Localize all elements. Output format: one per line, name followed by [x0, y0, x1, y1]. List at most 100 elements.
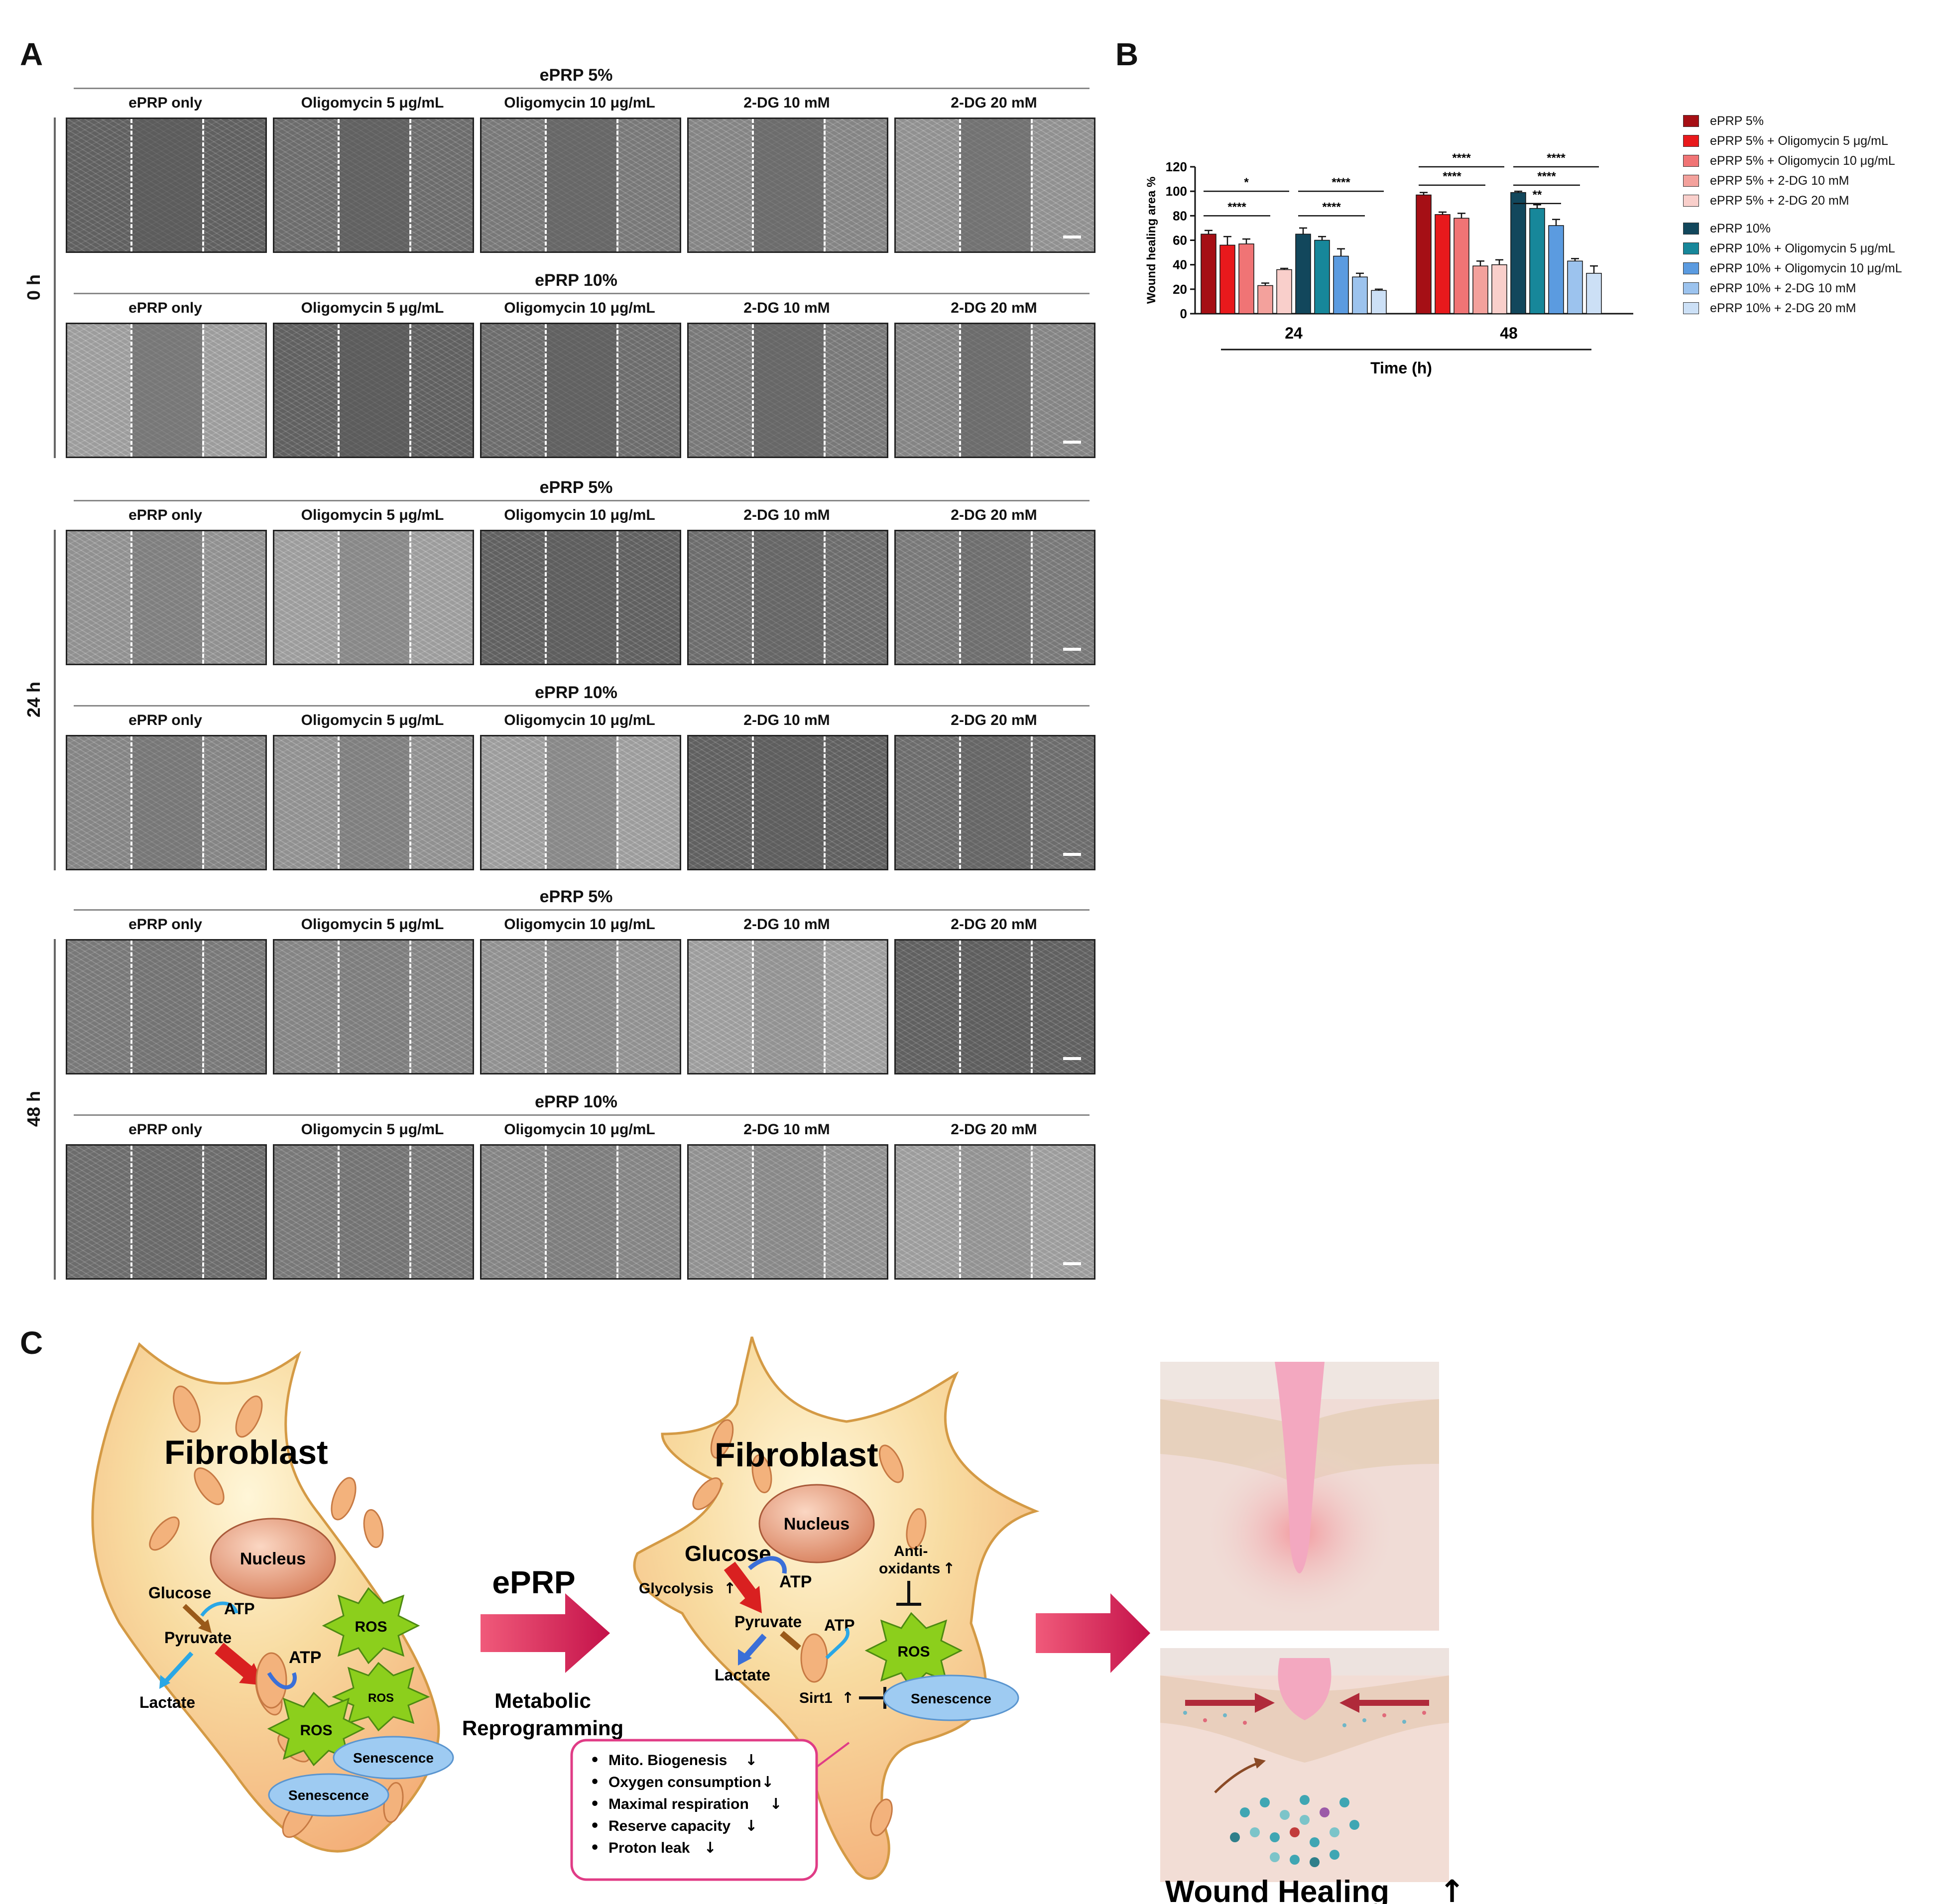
scratch-gap — [545, 119, 616, 251]
effect-bullet: • — [590, 1795, 600, 1813]
scratch-gap — [959, 119, 1031, 251]
sirt1-up-arrow: ↑ — [842, 1689, 854, 1707]
bar — [1435, 214, 1451, 314]
bar — [1295, 234, 1311, 314]
scratch-boundary-line — [1030, 531, 1033, 664]
lactate-label-right: Lactate — [715, 1666, 770, 1684]
bar — [1416, 194, 1432, 314]
wound-micrograph — [66, 118, 267, 253]
significance-label: ** — [1533, 188, 1542, 202]
legend-swatch — [1683, 155, 1699, 167]
panel-a-letter: A — [20, 36, 43, 72]
significance-label: **** — [1443, 170, 1461, 183]
panel-b-letter: B — [1115, 36, 1139, 72]
senescence-label-right: Senescence — [911, 1691, 991, 1706]
legend-item: ePRP 10% + Oligomycin 5 μg/mL — [1683, 241, 1895, 256]
effect-item: Mito. Biogenesis — [608, 1752, 727, 1769]
wound-micrograph — [273, 530, 474, 665]
pyruvate-to-lactate-arrow-left — [162, 1651, 194, 1685]
concentration-title: ePRP 5% — [539, 478, 613, 497]
scratch-gap — [545, 324, 616, 457]
senescence-cloud-left-2 — [268, 1773, 389, 1817]
bar — [1548, 225, 1564, 314]
scratch-gap — [130, 119, 202, 251]
y-tick-label: 100 — [1166, 184, 1187, 199]
scratch-boundary-line — [545, 531, 547, 664]
y-tick-label: 120 — [1166, 159, 1187, 174]
effect-item: Reserve capacity — [608, 1818, 730, 1834]
ros-burst-left — [267, 1587, 430, 1767]
senescence-cloud-right — [883, 1674, 1019, 1721]
condition-label: Oligomycin 10 μg/mL — [504, 712, 655, 728]
condition-label: Oligomycin 10 μg/mL — [504, 507, 655, 523]
scratch-gap — [752, 531, 824, 664]
glucose-label-left: Glucose — [148, 1584, 211, 1602]
condition-label: 2-DG 10 mM — [743, 507, 830, 523]
condition-label: ePRP only — [128, 916, 202, 933]
wound-micrograph — [894, 939, 1095, 1074]
wound-micrograph — [480, 530, 681, 665]
scratch-boundary-line — [616, 324, 618, 457]
legend-item: ePRP 5% + 2-DG 10 mM — [1683, 173, 1849, 188]
scratch-boundary-line — [752, 1146, 754, 1278]
y-tick-label: 60 — [1173, 233, 1187, 248]
scratch-boundary-line — [616, 119, 618, 251]
effect-down-arrow: ↓ — [745, 1817, 757, 1835]
scratch-gap — [752, 324, 824, 457]
wound-micrograph — [273, 323, 474, 458]
wound-micrograph — [273, 939, 474, 1074]
atp-label-right-2: ATP — [824, 1616, 855, 1634]
scratch-boundary-line — [1030, 119, 1033, 251]
wound-micrograph — [687, 735, 888, 870]
scratch-gap — [545, 941, 616, 1073]
pyruvate-to-mito-arrow-left — [215, 1643, 253, 1678]
condition-label: Oligomycin 10 μg/mL — [504, 95, 655, 111]
scratch-gap — [545, 736, 616, 869]
effect-down-arrow: ↓ — [704, 1839, 717, 1857]
wound-micrograph — [480, 118, 681, 253]
condition-label: 2-DG 20 mM — [951, 300, 1037, 316]
legend-item: ePRP 5% + 2-DG 20 mM — [1683, 193, 1849, 208]
scratch-boundary-line — [959, 119, 962, 251]
glucose-to-pyruvate-arrow-left — [182, 1604, 207, 1628]
scratch-boundary-line — [409, 324, 411, 457]
condition-label: 2-DG 20 mM — [951, 916, 1037, 933]
legend-item: ePRP 5% — [1683, 114, 1764, 128]
condition-label: 2-DG 10 mM — [743, 1121, 830, 1138]
scratch-boundary-line — [202, 736, 204, 869]
effect-item: Oxygen consumption — [608, 1774, 761, 1790]
panel-c-letter: C — [20, 1325, 43, 1361]
scratch-gap — [752, 1146, 824, 1278]
y-tick-label: 20 — [1173, 282, 1187, 297]
effect-item: Maximal respiration — [608, 1796, 749, 1812]
legend-swatch — [1683, 195, 1699, 207]
wound-micrograph — [273, 118, 474, 253]
legend-item: ePRP 10% + 2-DG 10 mM — [1683, 281, 1856, 296]
nucleus-right — [758, 1484, 875, 1563]
wound-healing-label: Wound Healing — [1165, 1875, 1389, 1904]
glucose-to-pyruvate-arrow-right — [724, 1561, 758, 1600]
bar — [1238, 243, 1254, 314]
pyruvate-label-left: Pyruvate — [164, 1629, 232, 1647]
wound-micrograph — [894, 530, 1095, 665]
legend-label: ePRP 10% + Oligomycin 5 μg/mL — [1710, 241, 1895, 255]
scratch-boundary-line — [616, 736, 618, 869]
scale-bar — [1063, 1262, 1081, 1265]
condition-label: Oligomycin 10 μg/mL — [504, 300, 655, 316]
significance-label: **** — [1537, 170, 1556, 183]
scratch-boundary-line — [130, 531, 133, 664]
scratch-boundary-line — [130, 1146, 133, 1278]
scratch-boundary-line — [1030, 736, 1033, 869]
metabolic-label: Metabolic — [494, 1689, 591, 1712]
bar — [1333, 255, 1349, 314]
scratch-boundary-line — [130, 324, 133, 457]
effect-down-arrow: ↓ — [761, 1774, 774, 1791]
wound-micrograph — [480, 939, 681, 1074]
legend-swatch — [1683, 242, 1699, 254]
scratch-boundary-line — [1030, 324, 1033, 457]
bar — [1529, 208, 1545, 314]
scratch-gap — [338, 324, 409, 457]
legend-label: ePRP 5% + 2-DG 20 mM — [1710, 193, 1849, 208]
scratch-boundary-line — [1030, 1146, 1033, 1278]
nucleus-label-left: Nucleus — [240, 1549, 306, 1568]
